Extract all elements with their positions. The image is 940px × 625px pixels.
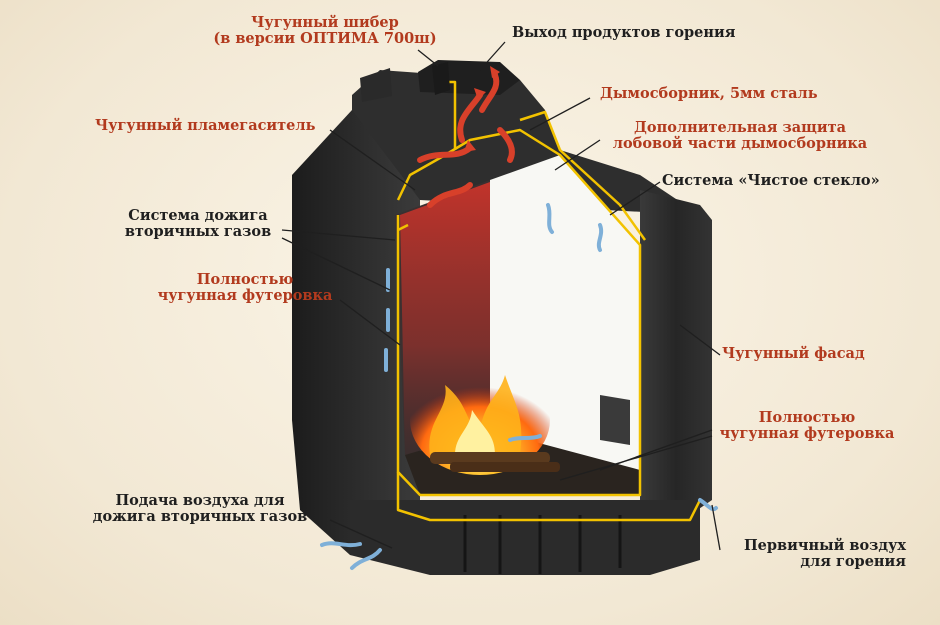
label-air-supply: Подача воздуха для дожига вторичных газо… bbox=[70, 493, 330, 525]
top-hood bbox=[352, 70, 700, 215]
label-afterburn-line1: Система дожига bbox=[128, 207, 268, 224]
label-primary-air-line2: для горения bbox=[800, 553, 906, 570]
label-lining-right: Полностью чугунная футеровка bbox=[712, 410, 902, 442]
label-exhaust: Выход продуктов горения bbox=[512, 24, 736, 41]
label-afterburn: Система дожига вторичных газов bbox=[118, 208, 278, 240]
label-clean-glass: Система «Чистое стекло» bbox=[662, 172, 880, 189]
label-lining-right-line1: Полностью bbox=[758, 409, 856, 426]
chamber-outline bbox=[396, 128, 642, 497]
label-extra-protection-line2: лобовой части дымосборника bbox=[612, 135, 868, 152]
label-extra-protection-line1: Дополнительная защита bbox=[634, 119, 846, 136]
label-afterburn-line2: вторичных газов bbox=[124, 223, 272, 240]
label-primary-air-line1: Первичный воздух bbox=[743, 537, 906, 554]
label-flame-arrester: Чугунный пламегаситель bbox=[95, 117, 316, 134]
label-damper-line2: (в версии ОПТИМА 700ш) bbox=[213, 30, 437, 47]
left-side-wall bbox=[292, 110, 420, 560]
label-lining-left-line2: чугунная футеровка bbox=[157, 287, 333, 304]
damper bbox=[432, 62, 450, 95]
label-smoke-collector: Дымосборник, 5мм сталь bbox=[600, 85, 818, 102]
label-lining-right-line2: чугунная футеровка bbox=[719, 425, 895, 442]
label-lining-left-line1: Полностью bbox=[196, 271, 294, 288]
base-outline bbox=[396, 472, 702, 522]
label-damper: Чугунный шибер (в версии ОПТИМА 700ш) bbox=[210, 15, 440, 47]
label-extra-protection: Дополнительная защита лобовой части дымо… bbox=[600, 120, 880, 152]
label-air-supply-line1: Подача воздуха для bbox=[115, 492, 285, 509]
label-air-supply-line2: дожига вторичных газов bbox=[92, 508, 308, 525]
right-facade bbox=[640, 190, 712, 515]
air-arrows bbox=[320, 203, 718, 570]
leader-lines bbox=[281, 41, 721, 551]
label-primary-air: Первичный воздух для горения bbox=[722, 538, 906, 570]
label-lining-left: Полностью чугунная футеровка bbox=[150, 272, 340, 304]
label-damper-line1: Чугунный шибер bbox=[251, 14, 399, 31]
label-facade: Чугунный фасад bbox=[722, 345, 865, 362]
